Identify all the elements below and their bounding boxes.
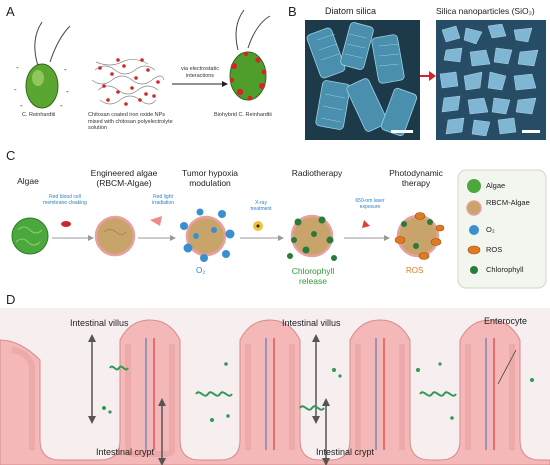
- stage-engineered-algae: Engineered algae (RBCM-Algae): [90, 168, 158, 188]
- intestine-illustration: [0, 308, 550, 465]
- biohybrid-cell: [229, 51, 267, 101]
- legend-ros: ROS: [486, 245, 503, 254]
- microbe-coil-1: [195, 391, 233, 397]
- stage-algae: Algae: [17, 176, 39, 186]
- legend-o2: O₂: [486, 225, 495, 234]
- panel-c-illustration: [11, 169, 547, 289]
- microbe-coil-2: [419, 391, 457, 397]
- legend-algae: Algae: [486, 181, 506, 190]
- panel-a-letter: A: [6, 4, 15, 19]
- rbcm-algae-sphere: [94, 215, 136, 257]
- biohybrid-label: Biohybrid C. Reinhardtii: [214, 112, 272, 118]
- ros-label: ROS: [406, 266, 424, 275]
- crypt-label-1: Intestinal crypt: [96, 447, 155, 457]
- legend-rbcm: RBCM-Algae: [486, 198, 530, 207]
- algae-label: C. Reinhardtii: [22, 112, 56, 118]
- enterocyte-label: Enterocyte: [484, 316, 528, 326]
- svg-text:-: -: [20, 101, 23, 110]
- arrow-label-laser: 650-nm laser exposure: [355, 198, 385, 210]
- stage-radiotherapy: Radiotherapy: [291, 168, 343, 178]
- villus-label-1: Intestinal villus: [70, 318, 129, 328]
- legend-chlorophyll: Chlorophyll: [486, 265, 524, 274]
- stage-hypoxia: Tumor hypoxia modulation: [182, 168, 238, 188]
- legend-box: [457, 169, 547, 289]
- panel-a-illustration: --- ---: [14, 9, 271, 110]
- arrow-label: via electrostatic interactions: [181, 66, 219, 79]
- o2-label: O₂: [196, 266, 206, 275]
- hypoxia-sphere: [185, 215, 227, 257]
- microbe-coil-4: [109, 365, 129, 371]
- arrow-label-xray: X-ray treatment: [250, 200, 272, 212]
- arrow-label-red-light: Red light irradiation: [152, 194, 174, 206]
- arrow-label-cloaking: Red blood cell membrane cloaking: [43, 194, 87, 206]
- silica-np-title: Silica nanoparticles (SiO₂): [436, 6, 535, 16]
- panel-b-letter: B: [288, 4, 297, 19]
- algae-cell: [25, 63, 59, 109]
- svg-text:-: -: [64, 65, 67, 74]
- panel-d-letter: D: [6, 292, 16, 307]
- svg-text:-: -: [16, 63, 19, 72]
- mixture-label: Chitosan coated iron oxide NPs mixed wit…: [88, 112, 173, 131]
- diatom-title: Diatom silica: [325, 6, 377, 16]
- svg-text:-: -: [60, 101, 63, 110]
- panel-c-letter: C: [6, 148, 16, 163]
- stage-photodynamic: Photodynamic therapy: [389, 168, 443, 188]
- villi-tissue: [0, 319, 550, 465]
- algae-sphere: [11, 217, 49, 255]
- chlorophyll-release-label: Chlorophyll release: [291, 266, 335, 286]
- microbe-coil-3: [299, 405, 325, 411]
- villus-label-2: Intestinal villus: [282, 318, 341, 328]
- nanoparticle-mixture: [91, 58, 165, 106]
- diatom-sem-image: [305, 20, 420, 140]
- crypt-label-2: Intestinal crypt: [316, 447, 375, 457]
- transform-arrow: [420, 71, 436, 81]
- silica-np-sem-image: [436, 20, 546, 140]
- svg-text:-: -: [14, 85, 17, 94]
- svg-text:-: -: [66, 87, 69, 96]
